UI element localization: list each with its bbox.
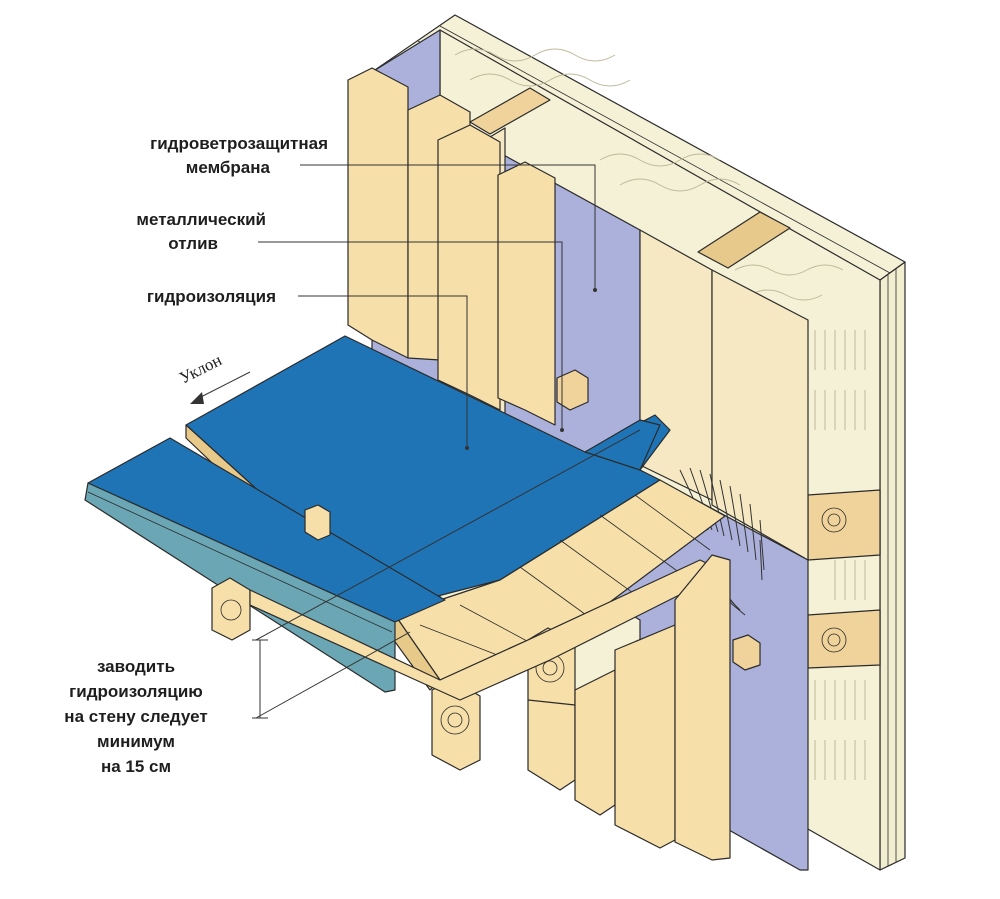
wall-side-lines — [887, 269, 897, 866]
label-flashing-line1: металлический — [136, 210, 266, 229]
note-line2: гидроизоляцию — [69, 682, 203, 701]
note-line3: на стену следует — [64, 707, 207, 726]
slope-arrow — [190, 371, 251, 404]
label-flashing-line2: отлив — [168, 234, 218, 253]
leader-lines — [252, 164, 641, 719]
wall-side-face — [879, 261, 906, 871]
note-line4: минимум — [97, 732, 175, 751]
lower-cladding — [527, 554, 731, 861]
label-membrane-line2: мембрана — [186, 158, 271, 177]
upper-cladding — [347, 67, 556, 426]
insulation-pattern — [454, 48, 866, 780]
batten-ends — [556, 369, 761, 671]
label-membrane-line1: гидроветрозащитная — [150, 134, 328, 153]
note-line1: заводить — [97, 657, 175, 676]
note-line5: на 15 см — [101, 757, 171, 776]
wall-beams — [469, 87, 881, 669]
label-slope: Уклон — [176, 350, 225, 387]
waterproofing-upturn — [584, 419, 661, 471]
label-waterproofing: гидроизоляция — [147, 287, 276, 306]
